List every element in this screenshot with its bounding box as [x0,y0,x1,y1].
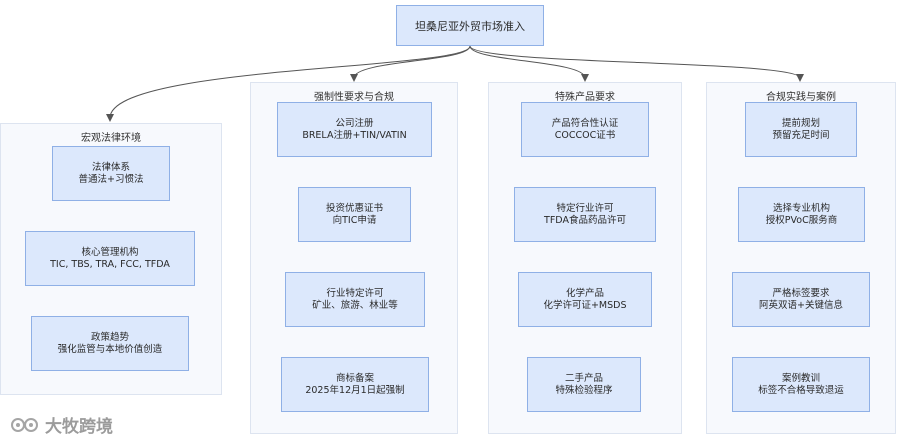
node-detail: 标签不合格导致退运 [758,384,844,396]
link-to-special [469,45,589,82]
node-detail: 向TIC申请 [332,214,377,226]
group-title: 宏观法律环境 [81,133,141,144]
node-title: 产品符合性认证 [551,117,619,129]
node-case-lesson: 案例教训 标签不合格导致退运 [732,357,870,412]
node-title: 严格标签要求 [772,287,830,299]
node-sector-license: 特定行业许可 TFDA食品药品许可 [514,187,656,242]
node-detail: TIC, TBS, TRA, FCC, TFDA [50,258,170,270]
node-detail: 2025年12月1日起强制 [305,384,405,396]
node-title: 政策趋势 [90,331,129,343]
link-to-macro [106,45,471,122]
node-title: 商标备案 [335,372,374,384]
node-industry-license: 行业特定许可 矿业、旅游、林业等 [285,272,425,327]
root-label: 坦桑尼亚外贸市场准入 [415,19,525,33]
watermark: 大牧跨境 [10,412,113,437]
node-trademark-filing: 商标备案 2025年12月1日起强制 [281,357,429,412]
node-detail: 强化监管与本地价值创造 [57,343,163,355]
node-detail: 普通法+习惯法 [78,173,144,185]
node-title: 二手产品 [564,372,603,384]
node-title: 案例教训 [781,372,820,384]
node-title: 投资优惠证书 [325,202,383,214]
node-title: 化学产品 [565,287,604,299]
node-title: 选择专业机构 [772,202,830,214]
node-used-products: 二手产品 特殊检验程序 [527,357,641,412]
group-title: 合规实践与案例 [766,92,836,103]
node-detail: TFDA食品药品许可 [544,214,626,226]
node-legal-system: 法律体系 普通法+习惯法 [52,146,170,201]
node-detail: 预留充足时间 [772,129,830,141]
node-company-registration: 公司注册 BRELA注册+TIN/VATIN [277,102,432,157]
node-detail: 特殊检验程序 [555,384,613,396]
node-detail: 授权PVoC服务商 [765,214,838,226]
group-title: 特殊产品要求 [555,92,615,103]
node-detail: 化学许可证+MSDS [543,299,627,311]
node-title: 特定行业许可 [556,202,614,214]
node-detail: COCCOC证书 [554,129,616,141]
node-advance-planning: 提前规划 预留充足时间 [745,102,857,157]
group-title: 强制性要求与合规 [314,92,394,103]
link-to-practice [469,45,804,82]
node-chemical-products: 化学产品 化学许可证+MSDS [518,272,652,327]
node-title: 行业特定许可 [326,287,384,299]
node-detail: 矿业、旅游、林业等 [312,299,398,311]
node-policy-trend: 政策趋势 强化监管与本地价值创造 [31,316,189,371]
link-to-mandatory [350,45,471,82]
node-title: 提前规划 [781,117,820,129]
brand-logo-icon [11,417,38,432]
node-choose-agency: 选择专业机构 授权PVoC服务商 [738,187,865,242]
watermark-text: 大牧跨境 [45,417,113,437]
node-product-certification: 产品符合性认证 COCCOC证书 [521,102,649,157]
node-investment-certificate: 投资优惠证书 向TIC申请 [298,187,411,242]
node-title: 法律体系 [91,161,130,173]
node-title: 公司注册 [335,117,374,129]
node-title: 核心管理机构 [81,246,139,258]
node-regulators: 核心管理机构 TIC, TBS, TRA, FCC, TFDA [25,231,195,286]
node-label-requirements: 严格标签要求 阿英双语+关键信息 [732,272,870,327]
root-node: 坦桑尼亚外贸市场准入 [396,5,544,46]
node-detail: BRELA注册+TIN/VATIN [302,129,407,141]
node-detail: 阿英双语+关键信息 [759,299,843,311]
